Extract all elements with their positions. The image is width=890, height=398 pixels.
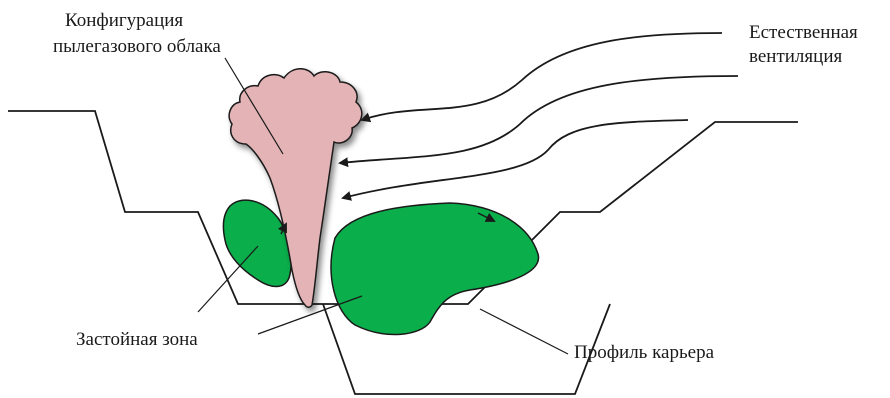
cloud-label-line2: пылегазового облака — [53, 36, 221, 57]
leader-pit-profile — [480, 309, 568, 354]
cloud-label-line1: Конфигурация — [65, 10, 183, 31]
ventilation-label-line1: Естественная — [749, 22, 858, 43]
stagnant-zone-right — [331, 203, 538, 335]
stagnant-zone-label: Застойная зона — [76, 329, 198, 350]
pit-profile-label: Профиль карьера — [574, 342, 715, 363]
ventilation-label-line2: вентиляция — [749, 46, 842, 67]
leader-stagnant-left — [198, 246, 258, 312]
